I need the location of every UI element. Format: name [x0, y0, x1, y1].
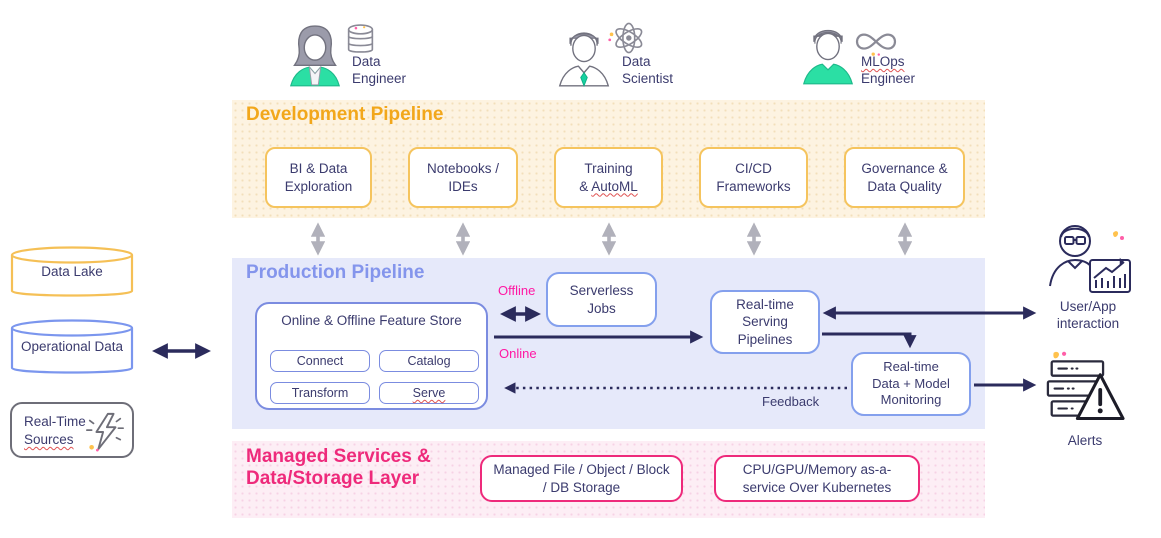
mlops-engineer-avatar-icon	[803, 29, 853, 85]
managed-compute-box: CPU/GPU/Memory as-a- service Over Kubern…	[714, 455, 920, 502]
managed-services-title: Managed Services & Data/Storage Layer	[246, 446, 486, 490]
notebooks-ides-box: Notebooks / IDEs	[408, 147, 518, 208]
managed-compute-line1: CPU/GPU/Memory as-a-	[742, 462, 892, 478]
bi-data-exploration-label: BI & Data Exploration	[284, 161, 353, 194]
connect-label: Connect	[296, 354, 344, 368]
alerts-label: Alerts	[1067, 433, 1103, 448]
cicd-frameworks-label: CI/CD Frameworks	[716, 161, 791, 194]
user-app-interaction-icon	[1049, 225, 1131, 293]
feature-store-serve-box: Serve	[379, 382, 479, 404]
data-engineer-label-line2: Engineer	[352, 71, 407, 86]
realtime-sources-line2: Sources	[24, 432, 74, 447]
data-engineer-avatar-icon	[290, 25, 340, 87]
data-lake-label: Data Lake	[41, 264, 103, 279]
feature-store-box: Online & Offline Feature Store Connect C…	[255, 302, 488, 410]
catalog-label: Catalog	[407, 354, 451, 368]
development-pipeline-title: Development Pipeline	[246, 104, 444, 125]
managed-storage-box: Managed File / Object / Block / DB Stora…	[480, 455, 683, 502]
realtime-sources-box: Real-Time Sources	[10, 402, 134, 458]
data-scientist-label: Data Scientist	[622, 53, 673, 87]
training-label-line2-pre: &	[579, 178, 592, 194]
data-scientist-avatar-icon	[558, 32, 610, 87]
offline-flow-label: Offline	[498, 283, 536, 298]
database-icon	[347, 24, 374, 53]
mlops-engineer-label-line1: MLOps	[861, 54, 905, 69]
realtime-sources-line1: Real-Time	[24, 414, 86, 429]
serverless-jobs-label: Serverless Jobs	[569, 283, 634, 316]
monitoring-line2: Data + Model	[872, 375, 950, 391]
feature-store-catalog-box: Catalog	[379, 350, 479, 372]
training-label-line1: Training	[584, 161, 633, 177]
data-scientist-label-line2: Scientist	[622, 71, 674, 86]
serve-label: Serve	[412, 386, 446, 400]
training-automl-label: Training & AutoML	[579, 160, 638, 195]
monitoring-line3: Monitoring	[880, 392, 942, 408]
mlops-engineer-label: MLOps Engineer	[861, 53, 915, 87]
training-automl-box: Training & AutoML	[554, 147, 663, 208]
alerts-icon	[1046, 351, 1125, 421]
managed-title-line2: Data/Storage Layer	[246, 468, 420, 489]
realtime-monitoring-box: Real-time Data + Model Monitoring	[851, 352, 971, 416]
dev-prod-sync-arrows	[310, 222, 913, 256]
online-flow-label: Online	[499, 346, 537, 361]
lightning-icon	[86, 412, 124, 452]
atom-icon	[608, 22, 643, 54]
data-scientist-label-line1: Data	[622, 54, 651, 69]
operational-data-cylinder-icon	[10, 319, 134, 374]
mlops-engineer-label-line2: Engineer	[861, 71, 916, 86]
managed-compute-label: CPU/GPU/Memory as-a- service Over Kubern…	[743, 461, 892, 496]
managed-compute-line2: service Over Kubernetes	[742, 479, 892, 495]
bi-data-exploration-box: BI & Data Exploration	[265, 147, 372, 208]
data-engineer-label: Data Engineer	[352, 53, 406, 87]
operational-data-label: Operational Data	[20, 339, 124, 354]
infinity-mlops-icon	[855, 33, 897, 56]
realtime-serving-box: Real-time Serving Pipelines	[710, 290, 820, 354]
user-app-interaction-label: User/App interaction	[1056, 299, 1120, 331]
monitoring-line1: Real-time	[883, 359, 939, 375]
cicd-frameworks-box: CI/CD Frameworks	[699, 147, 808, 208]
managed-storage-label: Managed File / Object / Block / DB Stora…	[493, 462, 670, 495]
feature-store-connect-box: Connect	[270, 350, 370, 372]
data-lake-cylinder-icon	[10, 246, 134, 297]
realtime-sources-label: Real-Time Sources	[24, 413, 86, 449]
transform-label: Transform	[291, 386, 349, 400]
realtime-monitoring-label: Real-time Data + Model Monitoring	[872, 359, 950, 409]
production-pipeline-title: Production Pipeline	[246, 262, 425, 283]
feature-store-transform-box: Transform	[270, 382, 370, 404]
managed-title-line1: Managed Services &	[246, 446, 431, 467]
realtime-serving-label: Real-time Serving Pipelines	[736, 297, 794, 347]
training-label-automl: AutoML	[591, 178, 638, 194]
feedback-flow-label: Feedback	[762, 394, 820, 409]
notebooks-ides-label: Notebooks / IDEs	[426, 161, 500, 194]
governance-quality-label: Governance & Data Quality	[861, 161, 948, 194]
feature-store-title: Online & Offline Feature Store	[281, 313, 462, 328]
serverless-jobs-box: Serverless Jobs	[546, 272, 657, 327]
governance-quality-box: Governance & Data Quality	[844, 147, 965, 208]
data-engineer-label-line1: Data	[352, 54, 381, 69]
